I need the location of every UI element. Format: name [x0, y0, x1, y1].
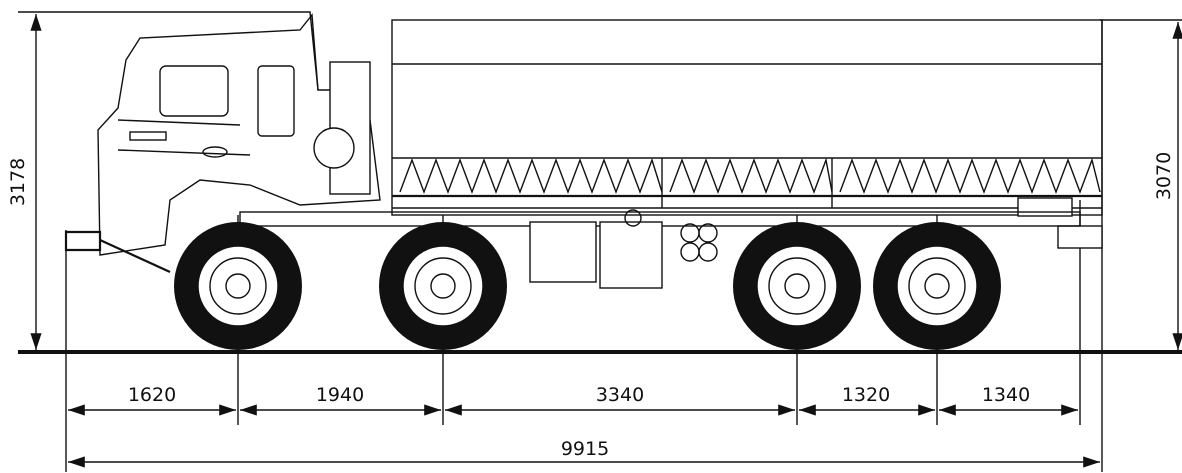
- overall-height-label: 3178: [7, 158, 29, 206]
- wheel-2: [379, 222, 507, 350]
- overall-length-label: 9915: [561, 438, 609, 460]
- wheel-3: [733, 222, 861, 350]
- rear-overhang-label: 1340: [982, 384, 1030, 406]
- height-dimension-right: 3070: [1100, 19, 1182, 350]
- segment-dimensions: 1620 1940 3340 1320 1340: [68, 384, 1078, 416]
- front-overhang-label: 1620: [128, 384, 176, 406]
- platform-height-label: 3070: [1153, 152, 1175, 200]
- cab: [64, 11, 381, 274]
- height-dimension-left: 3178: [7, 11, 300, 350]
- wheelbase-1-label: 1940: [316, 384, 364, 406]
- overall-length-dimension: 9915: [68, 438, 1100, 468]
- chassis-frame: [239, 209, 1081, 289]
- cargo-body: [391, 19, 1103, 249]
- wheel-4: [873, 222, 1001, 350]
- wheel-1: [174, 222, 302, 350]
- wheelbase-2-label: 3340: [596, 384, 644, 406]
- wheelbase-3-label: 1320: [842, 384, 890, 406]
